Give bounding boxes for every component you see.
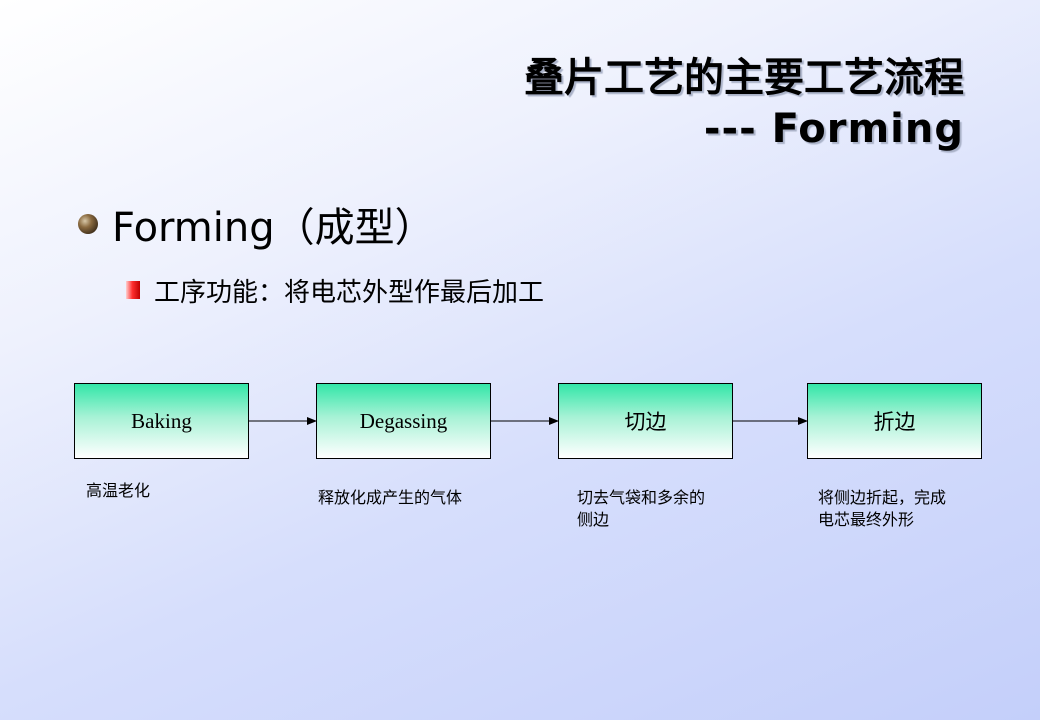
bullet-ball-icon — [78, 214, 98, 234]
bullet-2-text: 工序功能：将电芯外型作最后加工 — [154, 277, 545, 308]
step-box-fold-edge: 折边 — [807, 383, 982, 459]
step-caption-baking: 高温老化 — [86, 481, 151, 500]
bullet-1-text: Forming（成型） — [112, 205, 435, 251]
title-line-1: 叠片工艺的主要工艺流程 — [524, 55, 964, 101]
step-caption-degassing: 释放化成产生的气体 — [318, 488, 463, 507]
step-box-baking: Baking — [74, 383, 249, 459]
slide-title: 叠片工艺的主要工艺流程 --- Forming — [524, 52, 964, 154]
step-caption-fold-line-2: 电芯最终外形 — [818, 510, 915, 529]
step-caption-fold-line-1: 将侧边折起，完成 — [818, 488, 947, 507]
step-box-degassing: Degassing — [316, 383, 491, 459]
step-box-trim-edge: 切边 — [558, 383, 733, 459]
bullet-level-1: Forming（成型） — [78, 196, 435, 252]
step-caption-trim-line-1: 切去气袋和多余的 — [577, 488, 706, 507]
step-caption-trim-edge: 切去气袋和多余的 侧边 — [577, 487, 747, 531]
bullet-square-icon — [126, 281, 140, 299]
title-line-2: --- Forming — [703, 106, 964, 152]
bullet-level-2: 工序功能：将电芯外型作最后加工 — [126, 268, 544, 312]
step-caption-fold-edge: 将侧边折起，完成 电芯最终外形 — [818, 487, 988, 531]
step-caption-trim-line-2: 侧边 — [577, 510, 610, 529]
